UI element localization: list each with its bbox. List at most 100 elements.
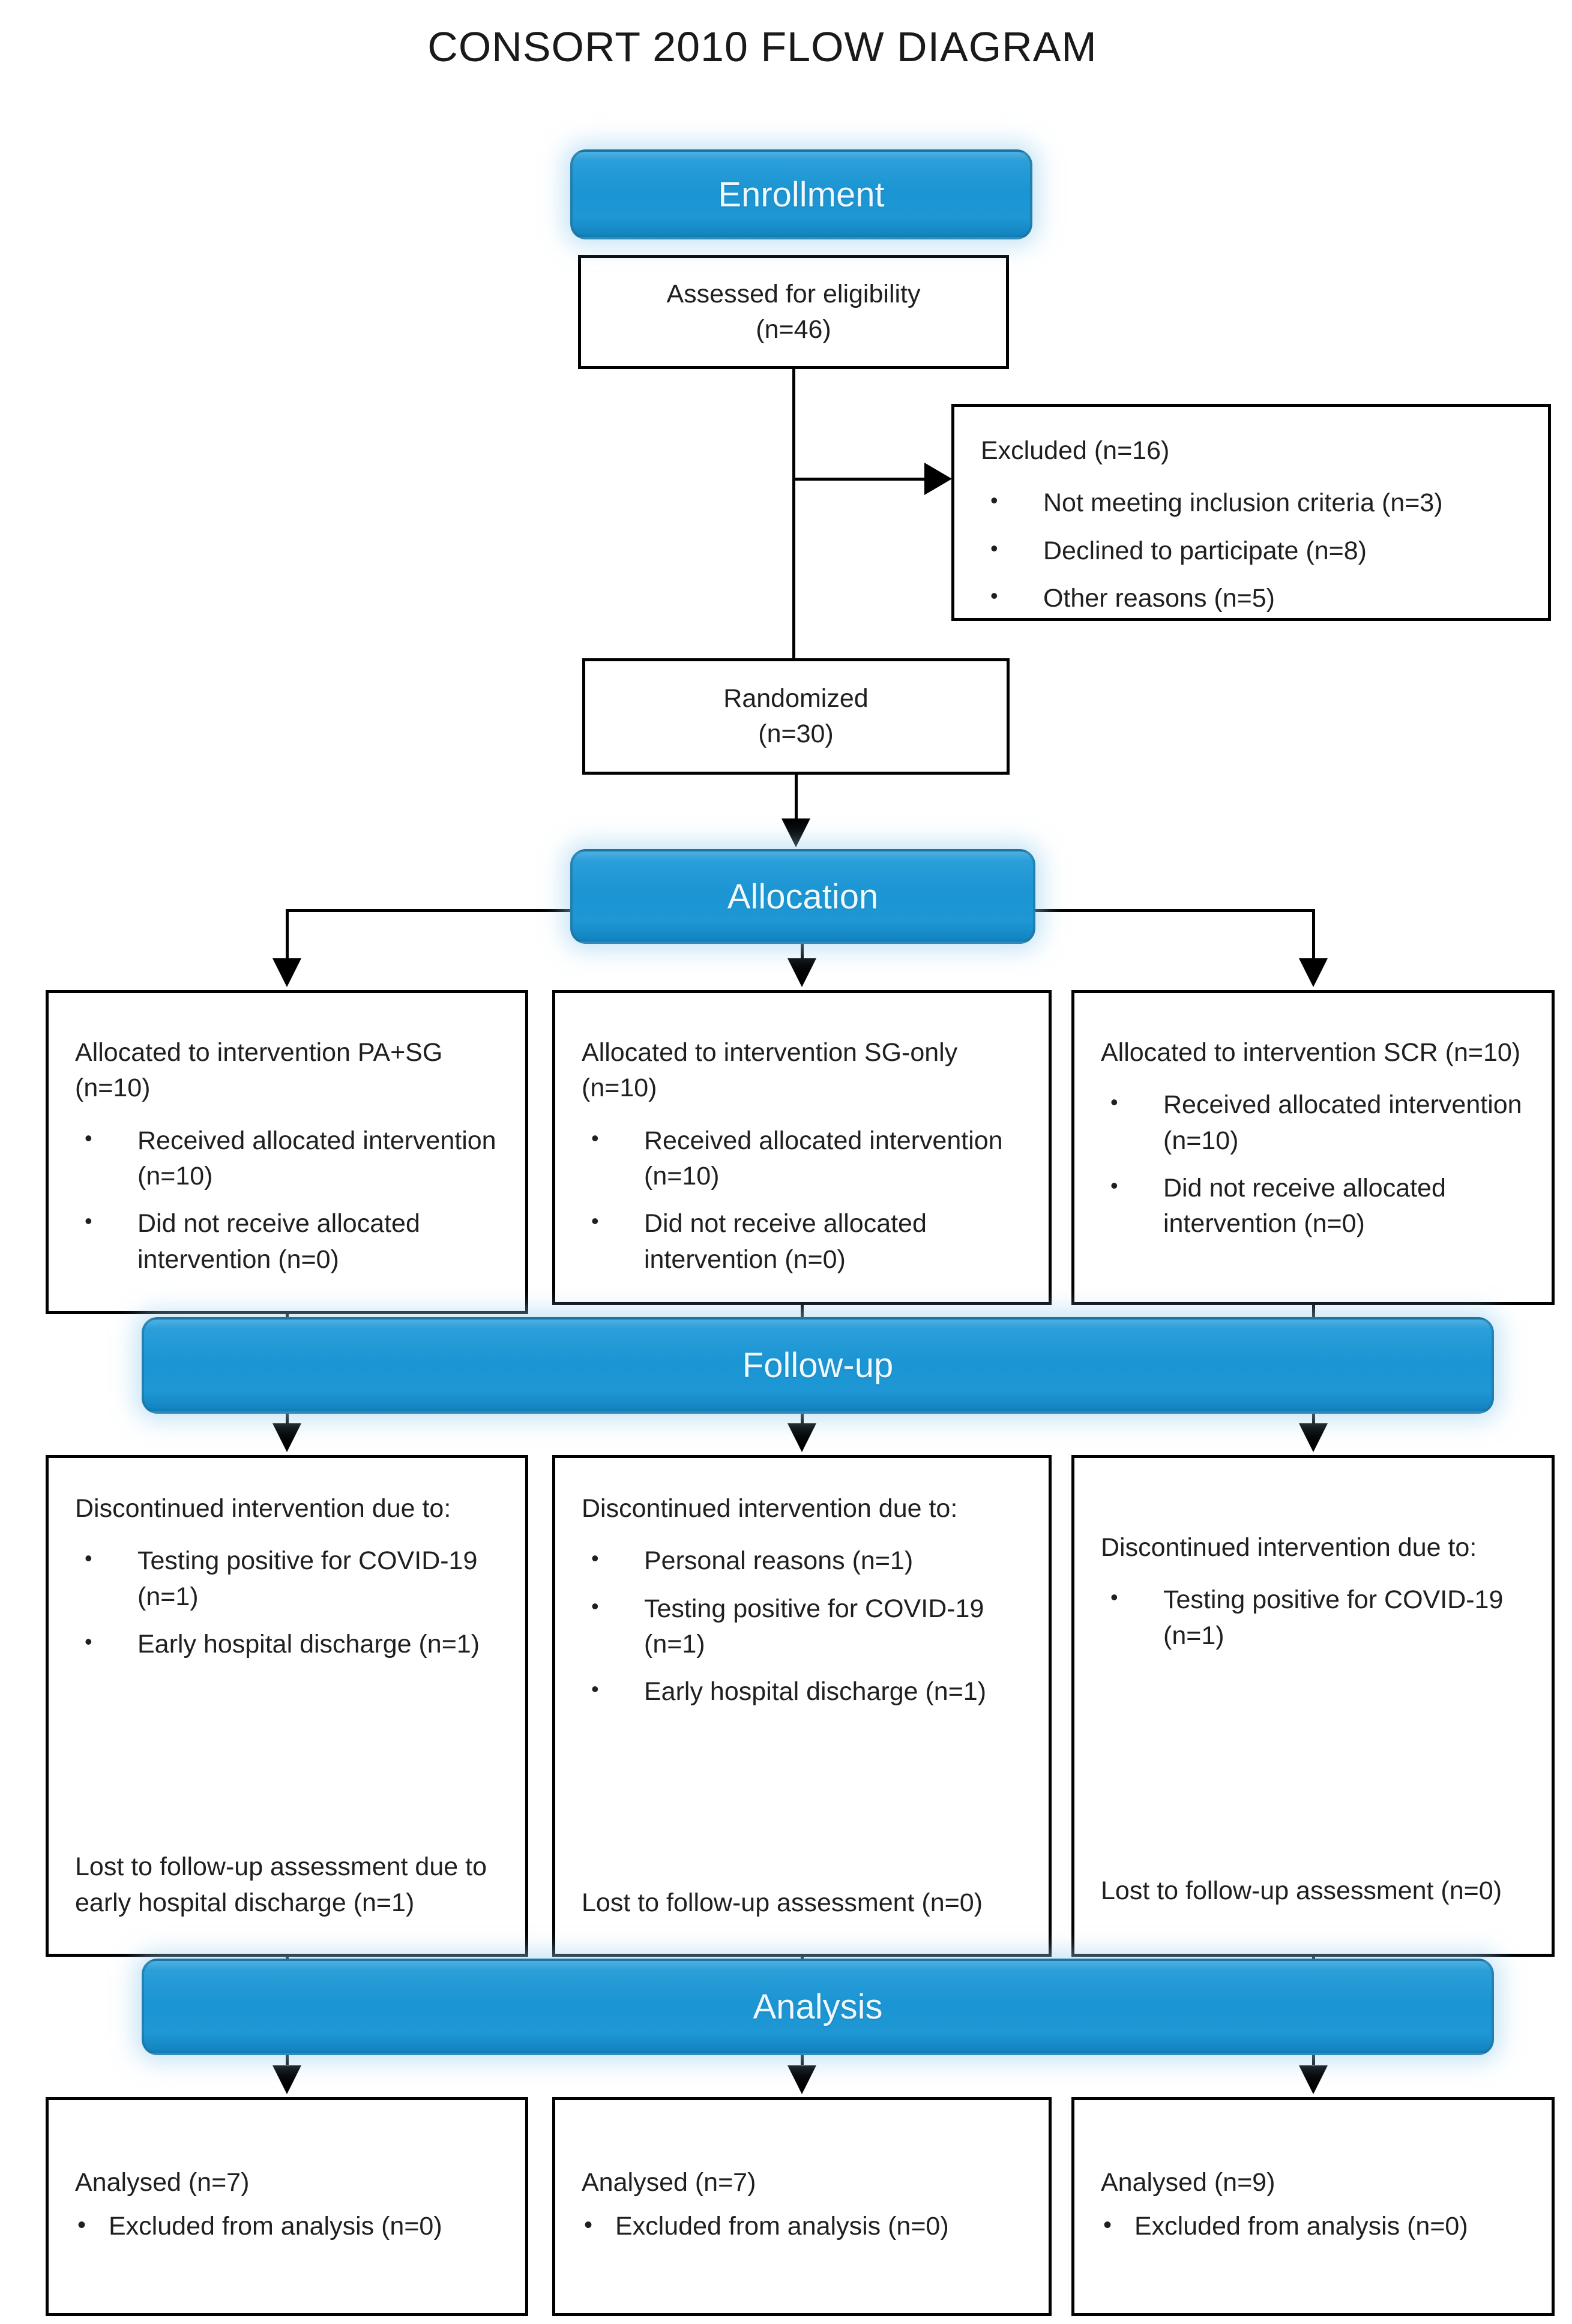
alloc_left-heading: Allocated to intervention PA+SG (n=10)	[75, 1038, 443, 1103]
bullet-icon: •	[1110, 1585, 1118, 1610]
bullet-text: Excluded from analysis (n=0)	[1134, 2212, 1468, 2241]
fu_left-bullet: • Testing positive for COVID-19 (n=1)	[75, 1543, 489, 1615]
bullet-icon: •	[85, 1209, 92, 1234]
an_left-bullet: • Excluded from analysis (n=0)	[75, 2209, 504, 2244]
analysis-banner: Analysis	[142, 1959, 1494, 2055]
alloc_right-heading: Allocated to intervention SCR (n=10)	[1101, 1038, 1521, 1067]
arrowhead-an-left	[273, 2065, 301, 2094]
arrowhead-alloc-right	[1299, 958, 1328, 987]
fu_mid-bullet: • Testing positive for COVID-19 (n=1)	[582, 1591, 1001, 1663]
connector-randomized-allocation	[795, 775, 798, 820]
bullet-icon: •	[1110, 1090, 1118, 1115]
randomized-line2: (n=30)	[758, 719, 834, 748]
arrowhead-alloc-left	[273, 958, 301, 987]
fu_mid-footer: Lost to follow-up assessment (n=0)	[582, 1888, 983, 1917]
enrollment-banner-label: Enrollment	[718, 175, 885, 214]
bullet-icon: •	[591, 1209, 599, 1234]
bullet-text: Did not receive allocated intervention (…	[644, 1209, 927, 1274]
alloc_right-bullet: • Received allocated intervention (n=10)	[1101, 1087, 1530, 1159]
alloc_left-bullet: • Received allocated intervention (n=10)	[75, 1123, 504, 1195]
bullet-text: Excluded from analysis (n=0)	[615, 2212, 949, 2241]
bullet-text: Testing positive for COVID-19 (n=1)	[644, 1594, 984, 1659]
alloc_mid-bullet: • Received allocated intervention (n=10)	[582, 1123, 1027, 1195]
fu_left-heading: Discontinued intervention due to:	[75, 1494, 451, 1523]
followup-banner-label: Follow-up	[742, 1346, 894, 1385]
fu_left-bullet: •Early hospital discharge (n=1)	[75, 1627, 489, 1662]
bullet-text: Excluded from analysis (n=0)	[109, 2212, 442, 2241]
arrowhead-an-right	[1299, 2065, 1328, 2094]
arrowhead-excluded	[924, 463, 952, 495]
connector-excluded-line	[794, 478, 927, 481]
bullet-text: Declined to participate (n=8)	[1043, 536, 1367, 565]
bullet-icon: •	[77, 2212, 86, 2239]
assessed-box: Assessed for eligibility (n=46)	[578, 255, 1009, 369]
bullet-icon: •	[85, 1546, 92, 1571]
fu_mid-heading: Discontinued intervention due to:	[582, 1494, 958, 1523]
arrowhead-alloc-mid	[788, 958, 816, 987]
connector-alloc-mid	[801, 939, 804, 962]
connector-alloc-right	[1312, 909, 1315, 960]
an_mid-heading: Analysed (n=7)	[582, 2168, 756, 2197]
excluded-bullet: •Declined to participate (n=8)	[981, 533, 1524, 569]
bullet-icon: •	[1110, 1173, 1118, 1198]
bullet-text: Received allocated intervention (n=10)	[644, 1126, 1003, 1191]
connector-assessed-randomized	[792, 369, 795, 658]
arrowhead-an-mid	[788, 2065, 816, 2094]
analysis-box-scr: Analysed (n=9) • Excluded from analysis (n…	[1071, 2097, 1555, 2316]
bullet-icon: •	[85, 1125, 92, 1150]
bullet-text: Other reasons (n=5)	[1043, 583, 1275, 613]
allocation-banner: Allocation	[570, 849, 1035, 944]
randomized-box: Randomized (n=30)	[582, 658, 1010, 775]
bullet-icon: •	[591, 1677, 599, 1702]
bullet-text: Personal reasons (n=1)	[644, 1546, 914, 1576]
an_right-bullet: • Excluded from analysis (n=0)	[1101, 2209, 1530, 2244]
excluded-bullet: • Not meeting inclusion criteria (n=3)	[981, 485, 1524, 521]
followup-box-sgonly: Discontinued intervention due to: • Person…	[552, 1455, 1052, 1957]
bullet-text: Not meeting inclusion criteria (n=3)	[1043, 488, 1443, 518]
fu_right-bullet: • Testing positive for COVID-19 (n=1)	[1101, 1582, 1516, 1654]
analysis-banner-label: Analysis	[753, 1987, 883, 2026]
arrowhead-fu-right	[1299, 1423, 1328, 1452]
allocation-box-sgonly: Allocated to intervention SG-only (n=10)…	[552, 990, 1052, 1305]
alloc_mid-heading: Allocated to intervention SG-only (n=10)	[582, 1038, 958, 1103]
an_right-heading: Analysed (n=9)	[1101, 2168, 1275, 2197]
enrollment-banner: Enrollment	[570, 149, 1032, 239]
bullet-icon: •	[990, 583, 998, 608]
an_mid-bullet: • Excluded from analysis (n=0)	[582, 2209, 1027, 2244]
analysis-box-sgonly: Analysed (n=7) • Excluded from analysis (n…	[552, 2097, 1052, 2316]
bullet-icon: •	[591, 1546, 599, 1571]
bullet-icon: •	[584, 2212, 593, 2239]
assessed-line1: Assessed for eligibility	[666, 279, 921, 308]
bullet-icon: •	[1103, 2212, 1112, 2239]
fu_mid-bullet: • Personal reasons (n=1)	[582, 1543, 1001, 1579]
arrowhead-allocation	[781, 818, 810, 847]
bullet-text: Testing positive for COVID-19 (n=1)	[137, 1546, 478, 1611]
bullet-text: Testing positive for COVID-19 (n=1)	[1163, 1585, 1504, 1650]
bullet-icon: •	[990, 488, 998, 513]
diagram-title: CONSORT 2010 FLOW DIAGRAM	[427, 23, 1097, 70]
excluded-bullet: • Other reasons (n=5)	[981, 581, 1524, 616]
excluded-heading: Excluded (n=16)	[981, 436, 1170, 465]
bullet-icon: •	[591, 1125, 599, 1150]
fu_right-heading: Discontinued intervention due to:	[1101, 1533, 1477, 1562]
allocation-box-scr: Allocated to intervention SCR (n=10) • Rec…	[1071, 990, 1555, 1305]
bullet-text: Early hospital discharge (n=1)	[644, 1677, 987, 1707]
bullet-text: Did not receive allocated intervention (…	[137, 1209, 420, 1274]
arrowhead-fu-mid	[788, 1423, 816, 1452]
arrowhead-fu-left	[273, 1423, 301, 1452]
analysis-box-pasg: Analysed (n=7) • Excluded from analysis (n…	[46, 2097, 528, 2316]
alloc_left-bullet: • Did not receive allocated intervention …	[75, 1206, 504, 1278]
randomized-line1: Randomized	[723, 683, 869, 713]
alloc_mid-bullet: • Did not receive allocated intervention …	[582, 1206, 1027, 1278]
bullet-icon: •	[591, 1593, 599, 1618]
an_left-heading: Analysed (n=7)	[75, 2168, 250, 2197]
bullet-text: Did not receive allocated intervention (…	[1163, 1173, 1446, 1239]
assessed-line2: (n=46)	[756, 315, 831, 344]
bullet-text: Received allocated intervention (n=10)	[137, 1126, 496, 1191]
allocation-banner-label: Allocation	[727, 877, 879, 916]
bullet-icon: •	[85, 1629, 92, 1654]
bullet-text: Received allocated intervention (n=10)	[1163, 1090, 1522, 1155]
followup-banner: Follow-up	[142, 1317, 1494, 1414]
fu_left-footer: Lost to follow-up assessment due to earl…	[75, 1852, 487, 1917]
